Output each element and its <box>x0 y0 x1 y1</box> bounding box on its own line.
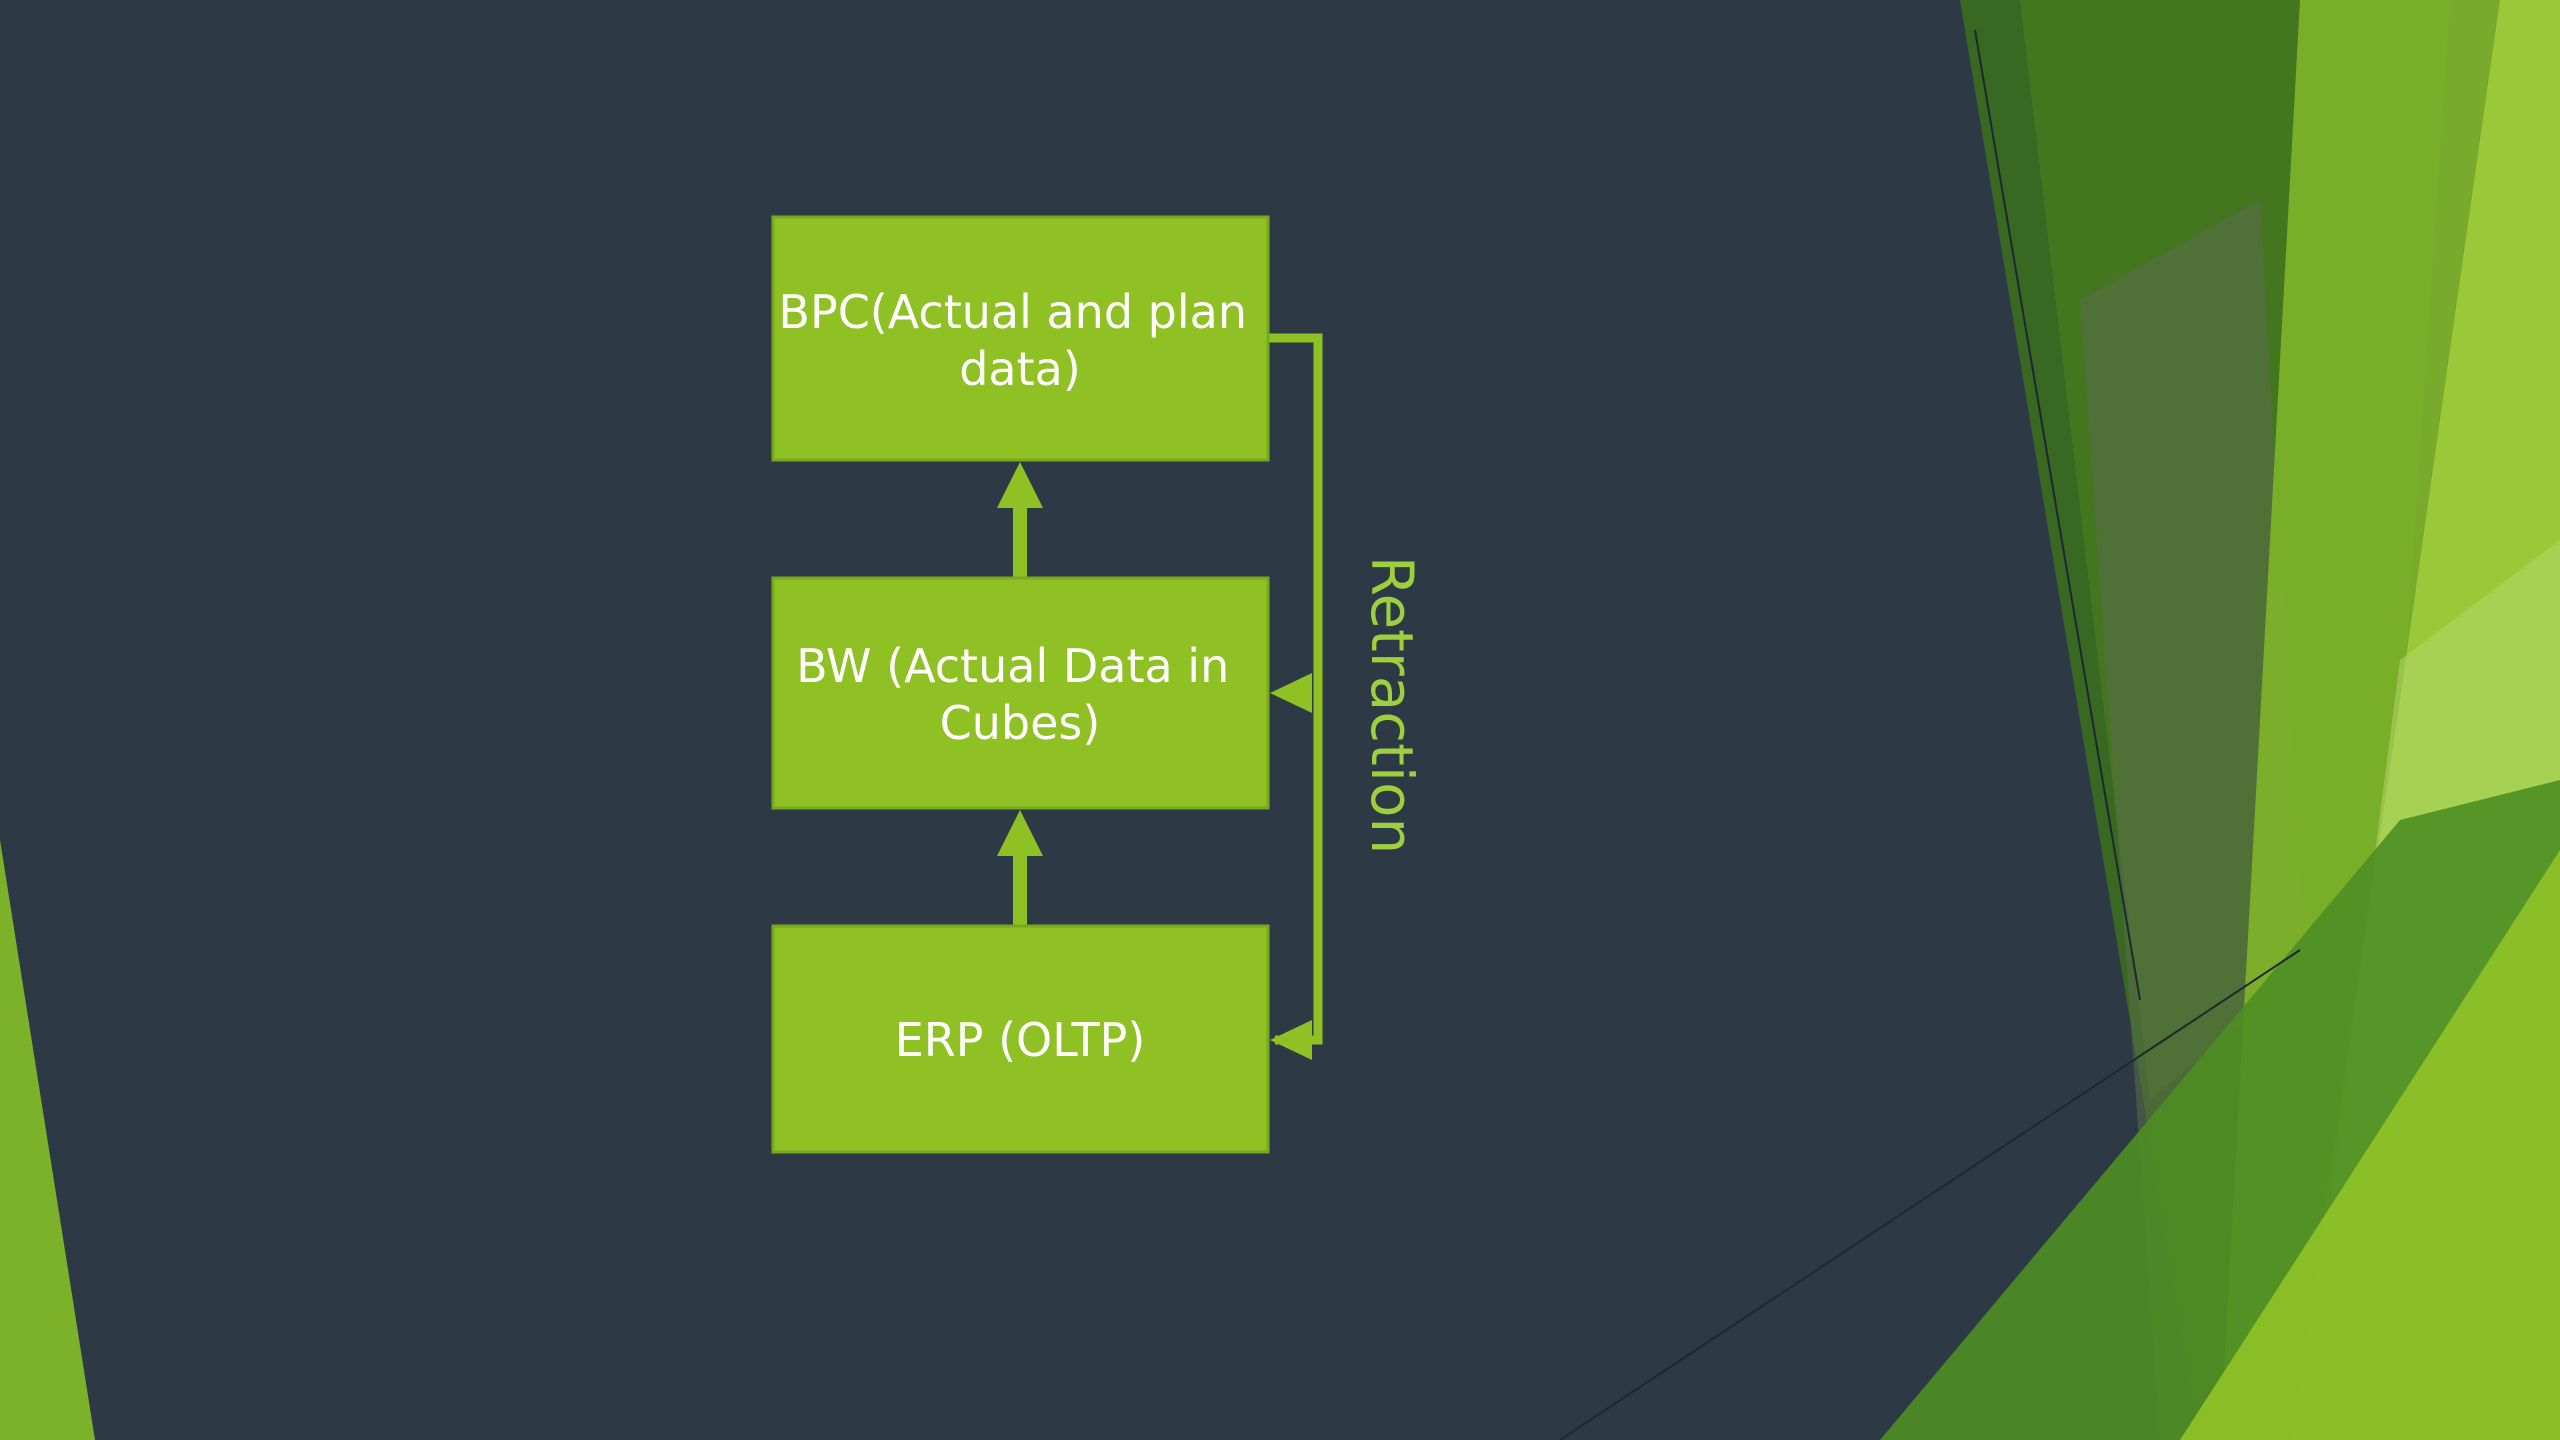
decorative-shapes-right <box>1559 0 2560 1440</box>
arrow-erp-to-bw-shaft <box>1013 853 1027 927</box>
arrow-erp-to-bw-head <box>997 810 1043 856</box>
decor-hairline-1 <box>1974 29 2141 1001</box>
node-bw: BW (Actual Data in Cubes) <box>771 576 1270 810</box>
node-bw-line-2: Cubes) <box>940 696 1101 750</box>
retraction-connector <box>1268 333 1323 1060</box>
arrow-bw-to-bpc-head <box>997 462 1043 508</box>
node-bpc-line-2: data) <box>959 342 1081 396</box>
node-bpc-line-1: BPC(Actual and plan <box>778 285 1247 339</box>
arrow-bw-to-bpc-shaft <box>1013 505 1027 581</box>
retraction-label: Retraction <box>1358 556 1426 855</box>
decor-hairline-2 <box>1559 949 2301 1440</box>
retraction-arrowhead-bw <box>1270 673 1312 713</box>
node-erp-box <box>771 924 1270 1154</box>
decor-shard-left <box>0 840 95 1440</box>
node-erp-line-1: ERP (OLTP) <box>895 1013 1146 1067</box>
retraction-arrowhead-erp <box>1270 1020 1312 1060</box>
flow-arrows <box>997 462 1043 927</box>
decorative-shapes-left <box>0 840 95 1440</box>
node-bpc-box <box>771 215 1270 462</box>
node-bw-line-1: BW (Actual Data in <box>796 639 1229 693</box>
node-erp: ERP (OLTP) <box>771 924 1270 1154</box>
node-bw-box <box>771 576 1270 810</box>
node-bpc: BPC(Actual and plan data) <box>771 215 1270 462</box>
node-erp-label: ERP (OLTP) <box>895 1013 1146 1067</box>
decor-shard-bottom-bright <box>2180 850 2560 1440</box>
node-bpc-label: BPC(Actual and plan data) <box>778 285 1261 396</box>
node-bw-label: BW (Actual Data in Cubes) <box>796 639 1244 750</box>
